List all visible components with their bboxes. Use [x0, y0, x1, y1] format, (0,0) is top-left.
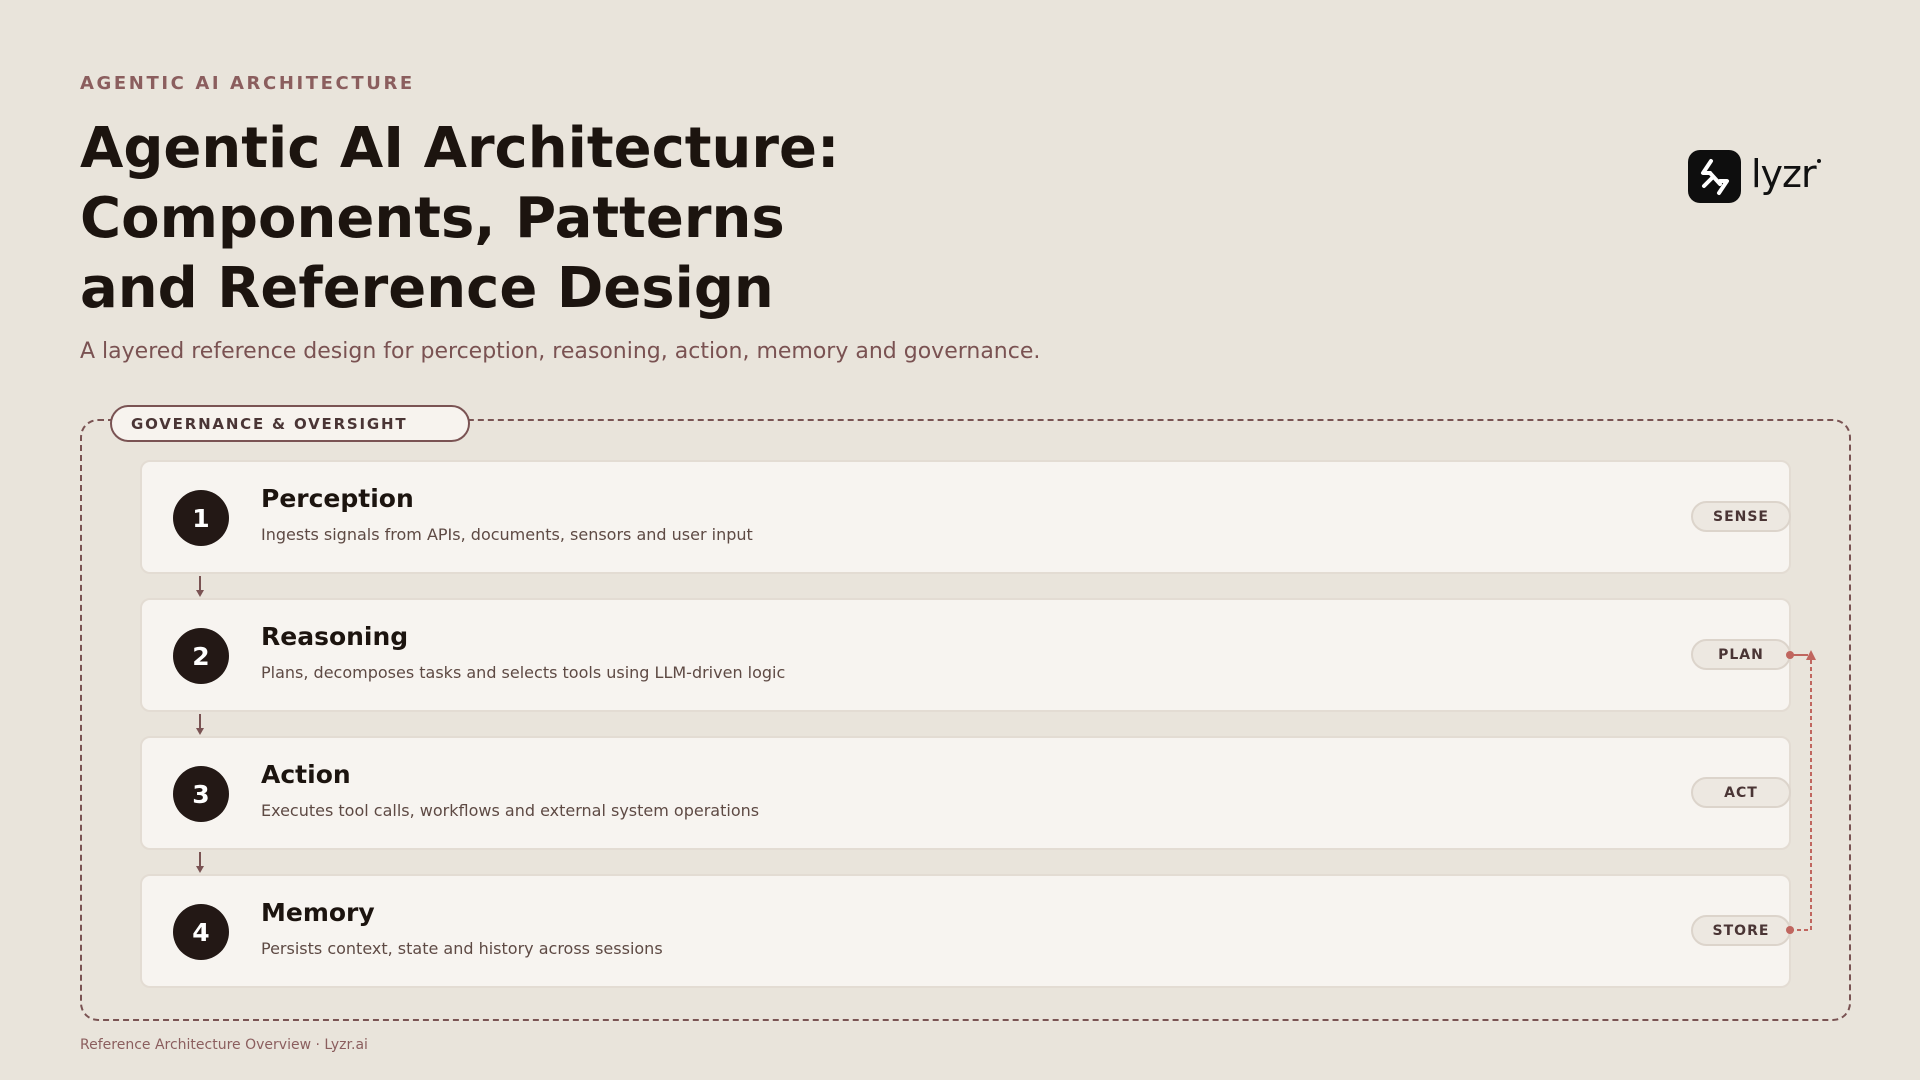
flow-arrow — [196, 852, 204, 873]
flow-arrow — [196, 714, 204, 735]
layer-description: Ingests signals from APIs, documents, se… — [261, 525, 753, 544]
layer-title: Action — [261, 760, 351, 789]
footer-caption: Reference Architecture Overview · Lyzr.a… — [80, 1037, 368, 1053]
layer-tag: SENSE — [1691, 501, 1791, 532]
lyzr-logo-text: lyzr — [1751, 155, 1821, 193]
title-line-2: Components, Patterns — [80, 186, 785, 251]
step-badge: 2 — [173, 628, 229, 684]
lyzr-logo: lyzr — [1688, 150, 1821, 203]
title-line-1: Agentic AI Architecture: — [80, 116, 840, 181]
layer-description: Plans, decomposes tasks and selects tool… — [261, 663, 786, 682]
governance-label: GOVERNANCE & OVERSIGHT — [110, 405, 470, 442]
layer-title: Perception — [261, 484, 414, 513]
feedback-loop-arrow — [1786, 650, 1816, 934]
title-line-3: and Reference Design — [80, 256, 774, 321]
governance-frame — [80, 419, 1851, 1021]
layer-description: Executes tool calls, workflows and exter… — [261, 801, 760, 820]
step-badge: 4 — [173, 904, 229, 960]
eyebrow-label: AGENTIC AI ARCHITECTURE — [80, 73, 415, 94]
page-subtitle: A layered reference design for perceptio… — [80, 339, 1041, 364]
layer-title: Reasoning — [261, 622, 409, 651]
step-badge: 3 — [173, 766, 229, 822]
layer-memory: 4 Memory Persists context, state and his… — [140, 874, 1791, 988]
flow-arrow — [196, 576, 204, 597]
layer-tag: ACT — [1691, 777, 1791, 808]
layer-description: Persists context, state and history acro… — [261, 939, 663, 958]
page-title: Agentic AI Architecture: Components, Pat… — [80, 114, 1280, 324]
layer-perception: 1 Perception Ingests signals from APIs, … — [140, 460, 1791, 574]
layer-action: 3 Action Executes tool calls, workflows … — [140, 736, 1791, 850]
layer-tag: STORE — [1691, 915, 1791, 946]
lyzr-logo-icon — [1688, 150, 1741, 203]
layer-reasoning: 2 Reasoning Plans, decomposes tasks and … — [140, 598, 1791, 712]
layer-title: Memory — [261, 898, 375, 927]
step-badge: 1 — [173, 490, 229, 546]
